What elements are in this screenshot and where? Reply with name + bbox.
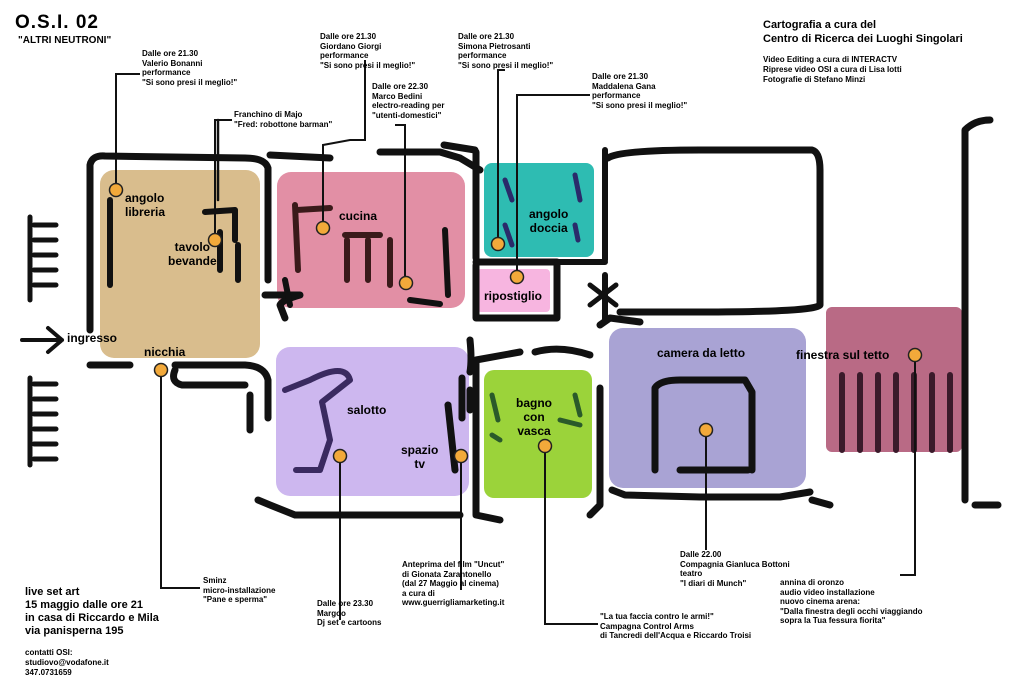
event-host: in casa di Riccardo e Mila <box>25 612 159 624</box>
note-sminz: Sminz micro-installazione "Pane e sperma… <box>203 576 276 605</box>
marker-tv[interactable] <box>453 448 469 464</box>
label-tavolo-bevande: tavolo bevande <box>168 240 217 269</box>
event-type: live set art <box>25 586 80 598</box>
contacts-phone[interactable]: 347.0731659 <box>25 668 72 677</box>
label-cucina: cucina <box>339 209 378 223</box>
room-angolo-doccia <box>484 163 594 257</box>
room-bagno <box>484 370 592 498</box>
note-bedini: Dalle ore 22.30 Marco Bedini electro-rea… <box>372 82 445 120</box>
event-date: 15 maggio dalle ore 21 <box>25 599 143 611</box>
label-angolo-doccia: angolo doccia <box>529 207 569 236</box>
marker-ripostiglio[interactable] <box>509 269 525 285</box>
note-margoo: Dalle ore 23.30 Margoo Dj set e cartoons <box>317 599 382 628</box>
note-bottoni: Dalle 22.00 Compagnia Gianluca Bottoni t… <box>680 550 790 588</box>
note-bonanni: Dalle ore 21.30 Valerio Bonanni performa… <box>142 49 238 87</box>
label-spazio-tv: spazio tv <box>401 443 439 472</box>
note-gana: Dalle ore 21.30 Maddalena Gana performan… <box>592 72 688 110</box>
marker-camera[interactable] <box>698 422 714 438</box>
note-giorgi: Dalle ore 21.30 Giordano Giorgi performa… <box>320 32 416 70</box>
room-ripostiglio <box>477 269 550 312</box>
page-title: O.S.I. 02 <box>15 12 99 33</box>
marker-salotto[interactable] <box>332 448 348 464</box>
marker-bagno[interactable] <box>537 438 553 454</box>
note-pietrosanti: Dalle ore 21.30 Simona Pietrosanti perfo… <box>458 32 554 70</box>
marker-cucina[interactable] <box>315 220 331 236</box>
marker-bedini[interactable] <box>398 275 414 291</box>
walls <box>20 116 1002 524</box>
note-dimajo: Franchino di Majo "Fred: robottone barma… <box>234 110 333 129</box>
credit-video-editing: Video Editing a cura di INTERACTV <box>763 55 898 64</box>
leader-lines <box>115 60 916 625</box>
markers <box>108 182 923 464</box>
label-ripostiglio: ripostiglio <box>484 289 542 303</box>
credit-cartografia: Cartografia a cura del <box>763 19 877 31</box>
credit-riprese: Riprese video OSI a cura di Lisa Iotti <box>763 65 902 74</box>
label-ingresso: ingresso <box>67 331 118 345</box>
label-angolo-libreria: angolo libreria <box>125 191 166 220</box>
marker-finestra[interactable] <box>907 347 923 363</box>
contacts-label: contatti OSI: <box>25 648 73 657</box>
label-salotto: salotto <box>347 403 387 417</box>
note-oronzo: annina di oronzo audio video installazio… <box>780 578 923 626</box>
label-nicchia: nicchia <box>144 345 186 359</box>
contacts-email[interactable]: studiovo@vodafone.it <box>25 658 109 667</box>
marker-tavolo[interactable] <box>207 232 223 248</box>
note-uncut: Anteprima del film "Uncut" di Gionata Za… <box>402 560 505 608</box>
label-camera: camera da letto <box>657 346 746 360</box>
room-angolo-libreria <box>100 170 260 358</box>
marker-nicchia[interactable] <box>153 362 169 378</box>
label-bagno: bagno con vasca <box>516 396 552 439</box>
marker-doccia[interactable] <box>490 236 506 252</box>
event-address: via panisperna 195 <box>25 625 124 637</box>
credit-fotografie: Fotografie di Stefano Minzi <box>763 75 866 84</box>
page-subtitle: "ALTRI NEUTRONI" <box>18 35 112 46</box>
label-finestra: finestra sul tetto <box>796 348 890 362</box>
credit-centro: Centro di Ricerca dei Luoghi Singolari <box>763 33 963 45</box>
room-salotto <box>276 347 469 496</box>
note-controlarms: "La tua faccia contro le armi!" Campagna… <box>600 612 752 641</box>
marker-libreria[interactable] <box>108 182 124 198</box>
